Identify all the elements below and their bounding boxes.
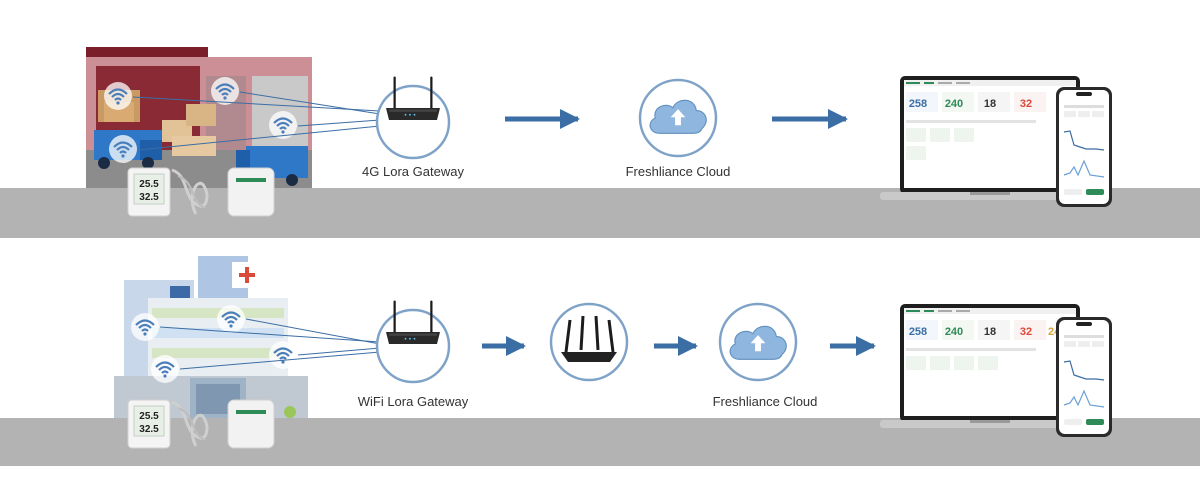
dashboard-value: 240	[945, 98, 963, 110]
sensor-reading-bottom: 32.5	[139, 424, 159, 435]
lora-node	[227, 167, 275, 217]
sensor-reading-bottom: 32.5	[139, 192, 159, 203]
signal-lines	[159, 318, 381, 370]
cloud-label: Freshliance Cloud	[712, 394, 818, 409]
dashboard-value: 18	[984, 98, 996, 110]
gateway-circle	[375, 84, 451, 160]
gateway-label: 4G Lora Gateway	[362, 164, 464, 179]
router-circle	[549, 302, 629, 382]
gateway-circle	[375, 308, 451, 384]
lora-node	[227, 399, 275, 449]
dashboard-tiles: 258 240 18 32	[906, 92, 1046, 160]
wifi-icon	[108, 134, 138, 164]
cloud-label: Freshliance Cloud	[625, 164, 731, 179]
sensor-reading-top: 25.5	[139, 411, 159, 422]
dashboard-value: 32	[1020, 326, 1032, 338]
wifi-icon	[268, 340, 298, 370]
wifi-icon	[103, 81, 133, 111]
dashboard-value: 240	[945, 326, 963, 338]
wifi-icon	[150, 354, 180, 384]
dashboard-value: 258	[909, 326, 927, 338]
phone-app-icon	[1056, 317, 1112, 437]
wifi-icon	[216, 304, 246, 334]
sensor-device: 25.5 32.5	[127, 399, 209, 449]
wifi-icon	[210, 76, 240, 106]
gateway-label: WiFi Lora Gateway	[357, 394, 469, 409]
phone-app-icon	[1056, 87, 1112, 207]
sensor-device: 25.5 32.5	[127, 167, 209, 217]
signal-lines	[132, 91, 381, 151]
dashboard-tiles: 258 240 18 32 24	[906, 320, 1061, 370]
warehouse-scene	[86, 47, 312, 188]
dashboard-value: 32	[1020, 98, 1032, 110]
dashboard-value: 258	[909, 98, 927, 110]
wifi-icon	[130, 312, 160, 342]
hospital-scene	[114, 256, 308, 418]
wifi-router-icon	[561, 315, 617, 362]
sensor-reading-top: 25.5	[139, 179, 159, 190]
dashboard-value: 18	[984, 326, 996, 338]
